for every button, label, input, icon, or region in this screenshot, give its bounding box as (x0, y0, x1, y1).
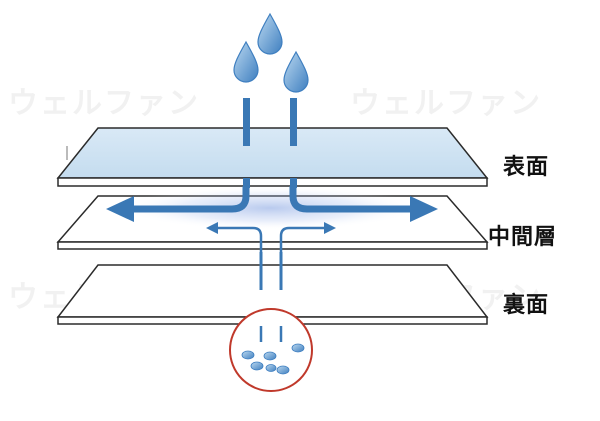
downward-flow-arrows (243, 98, 297, 188)
water-droplet-icon (241, 350, 255, 360)
water-droplet-icon (250, 361, 264, 371)
arrowhead-left-icon (106, 196, 134, 222)
label-middle-layer: 中間層 (488, 225, 558, 250)
watermark-left-top: ウェルファン (8, 86, 200, 121)
water-drop-icon (233, 40, 259, 83)
top-sheet (56, 127, 489, 187)
arrowhead-small-right-icon (324, 222, 336, 234)
water-drop-icon (283, 50, 309, 93)
arrowhead-right-icon (410, 196, 438, 222)
water-droplet-icon (263, 351, 277, 361)
water-drop-icon (257, 12, 283, 55)
water-droplet-icon (291, 343, 305, 353)
water-droplet-icon (265, 364, 277, 372)
water-droplet-icon (276, 365, 290, 375)
label-top-surface: 表面 (503, 155, 550, 180)
watermark-right-top: ウェルファン (350, 86, 542, 121)
highlight-circle (229, 308, 313, 392)
arrow-left-thick (130, 186, 250, 213)
spread-glow (120, 186, 420, 230)
label-back-surface: 裏面 (503, 293, 550, 318)
flow-lines-middle-to-bottom (259, 252, 283, 290)
arrowhead-small-left-icon (206, 222, 218, 234)
middle-layer-thin-arrows (206, 222, 336, 252)
middle-sheet (56, 186, 489, 250)
leakage-highlight (229, 308, 313, 392)
arrow-right-thick (289, 186, 412, 213)
water-drops-top (233, 12, 309, 93)
lateral-spread-arrows (106, 186, 438, 222)
